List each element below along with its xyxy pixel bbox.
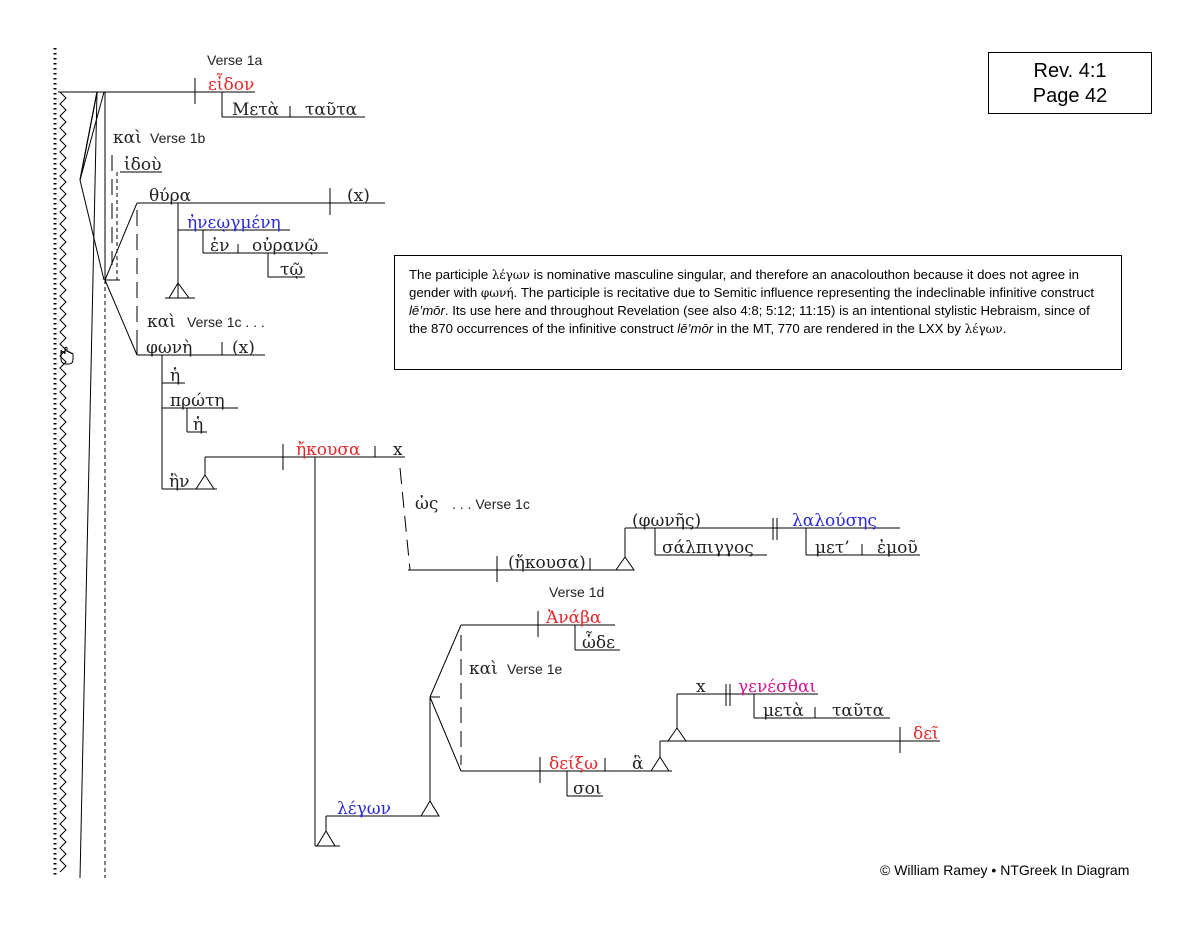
label-verse-1c: Verse 1c . . .	[187, 314, 265, 330]
note-text-9: in the MT, 770 are rendered in the LXX b…	[713, 321, 965, 336]
word-thura: θύρα	[149, 186, 192, 206]
copyright-notice: © William Ramey • NTGreek In Diagram	[880, 862, 1130, 878]
note-text-7: . Its use here and throughout Revelation…	[409, 303, 1090, 336]
word-legon: λέγων	[337, 799, 391, 819]
word-kai-3: καὶ	[469, 659, 498, 679]
word-hos: ὡς	[415, 494, 438, 514]
word-ha: ἃ	[632, 754, 644, 774]
word-x-3: x	[393, 440, 403, 460]
word-tauta-2: ταῦτα	[832, 701, 885, 721]
note-lemor-1: lē’mōr	[409, 303, 445, 318]
word-genesthai: γενέσθαι	[738, 677, 816, 697]
word-he-2: ἡ	[193, 415, 203, 435]
word-soi: σοι	[573, 779, 602, 799]
note-text-5: . The participle is recitative due to Se…	[513, 285, 1095, 300]
word-x-2: (x)	[232, 338, 255, 358]
word-he-1: ἡ	[170, 366, 180, 386]
label-verse-1b: Verse 1b	[150, 130, 205, 146]
word-hen: ἣν	[169, 472, 190, 492]
note-greek-phone: φωνή	[480, 286, 514, 300]
label-verse-1d: Verse 1d	[549, 584, 604, 600]
word-ekousa: ἤκουσα	[296, 440, 361, 460]
grammar-note: The participle λέγων is nominative mascu…	[394, 255, 1122, 370]
label-verse-1e: Verse 1e	[507, 661, 562, 677]
word-dei: δεῖ	[913, 724, 939, 744]
word-lalouses: λαλούσης	[792, 511, 877, 531]
word-kai-1: καὶ	[113, 128, 142, 148]
word-tauta-1: ταῦτα	[305, 100, 358, 120]
reference-verse: Rev. 4:1	[1033, 60, 1107, 82]
note-text-3: is nominative masculine singular, and th…	[409, 267, 1080, 300]
word-emou: ἐμοῦ	[877, 538, 918, 558]
clause-hos-lines	[399, 467, 920, 582]
word-idou: ἰδοὺ	[124, 155, 161, 175]
word-salpingos: σάλπιγγος	[662, 538, 754, 558]
note-text-11: .	[1002, 321, 1007, 336]
word-anaba: Ἀνάβα	[545, 608, 602, 628]
word-x-4: x	[696, 677, 706, 697]
note-greek-legon: λέγων	[491, 268, 530, 282]
word-prote: πρώτη	[170, 391, 225, 411]
main-structure-lines	[58, 78, 365, 879]
page-reference-box: Rev. 4:1 Page 42	[988, 52, 1152, 114]
left-margin-border	[53, 48, 67, 878]
clause-legon-lines	[315, 611, 940, 847]
word-to: τῷ	[280, 260, 303, 280]
note-lemor-2: lē’mōr	[677, 321, 714, 336]
word-deixo: δείξω	[549, 754, 598, 774]
word-ourano: οὐρανῷ	[252, 236, 318, 256]
clause-thura-lines	[136, 188, 385, 345]
word-eneogmene: ἠνεῳγμένη	[187, 213, 281, 233]
hand-cursor-icon	[60, 346, 74, 365]
word-meta-2: μετὰ	[763, 701, 804, 721]
word-hode: ὧδε	[582, 631, 615, 653]
word-en: ἐν	[210, 236, 229, 256]
word-kai-2: καὶ	[147, 312, 176, 332]
reference-page: Page 42	[1032, 85, 1108, 107]
note-greek-legon-2: λέγων	[964, 322, 1003, 336]
label-verse-1c-cont: . . . Verse 1c	[452, 496, 530, 512]
word-x-1: (x)	[347, 186, 370, 206]
word-phones: (φωνῆς)	[632, 511, 701, 531]
clause-phone-lines	[136, 342, 405, 846]
word-met: μετ’	[815, 538, 850, 558]
margin-zigzag	[59, 91, 67, 873]
note-text-1: The participle	[409, 267, 492, 282]
label-verse-1a: Verse 1a	[207, 52, 262, 68]
word-eidon: εἶδον	[208, 73, 254, 95]
word-ekousa-implied: (ἤκουσα)	[508, 553, 586, 573]
word-phone: φωνὴ	[146, 338, 192, 358]
word-meta-1: Μετὰ	[232, 100, 280, 120]
